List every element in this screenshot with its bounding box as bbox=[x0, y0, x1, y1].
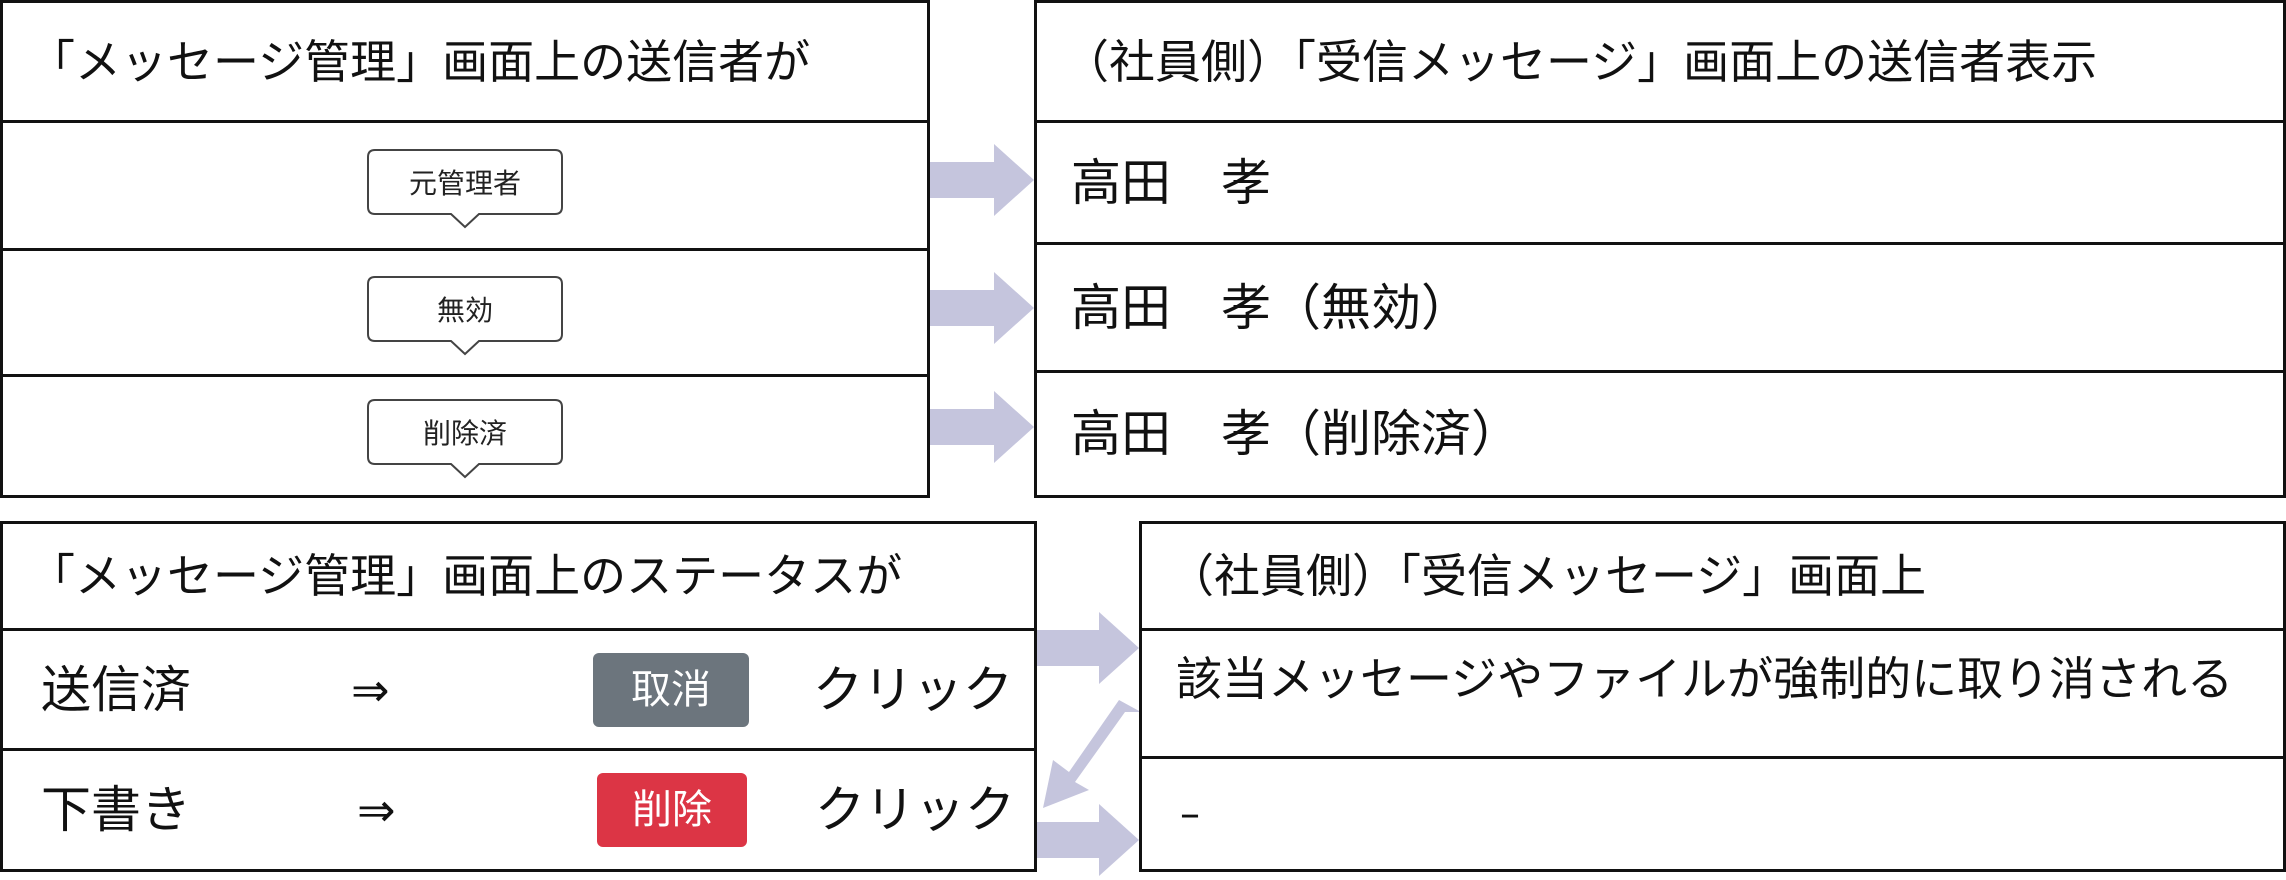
sender-display-name: 高田 孝 bbox=[1071, 153, 1271, 212]
result-text: – bbox=[1180, 791, 1200, 837]
message-status-panel: 「メッセージ管理」画面上のステータスが 送信済 ⇒ 取消 クリック 下書き ⇒ … bbox=[0, 521, 1037, 872]
received-result-row: – bbox=[1142, 756, 2283, 869]
sender-display-row: 高田 孝（削除済） bbox=[1037, 370, 2283, 495]
received-message-panel: （社員側）「受信メッセージ」画面上 該当メッセージやファイルが強制的に取り消され… bbox=[1139, 521, 2286, 872]
sender-row-former-admin: 元管理者 bbox=[3, 120, 927, 248]
received-header-row: （社員側）「受信メッセージ」画面上 bbox=[1142, 524, 2283, 628]
received-panel-title: （社員側）「受信メッセージ」画面上 bbox=[1168, 549, 1927, 603]
implies-symbol: ⇒ bbox=[357, 783, 396, 837]
status-row-sent: 送信済 ⇒ 取消 クリック bbox=[3, 628, 1034, 748]
status-row-draft: 下書き ⇒ 削除 クリック bbox=[3, 748, 1034, 869]
arrow-right-icon bbox=[930, 391, 1034, 463]
arrow-down-left-icon bbox=[1043, 700, 1141, 808]
tooltip-label: 削除済 bbox=[422, 417, 507, 450]
delete-button[interactable]: 削除 bbox=[597, 773, 747, 847]
click-label: クリック bbox=[813, 660, 1013, 719]
tooltip-deleted: 削除済 bbox=[367, 399, 563, 479]
arrow-right-icon bbox=[930, 144, 1034, 216]
tooltip-former-admin: 元管理者 bbox=[367, 148, 563, 228]
sender-display-name: 高田 孝（削除済） bbox=[1071, 405, 1521, 463]
status-header-row: 「メッセージ管理」画面上のステータスが bbox=[3, 524, 1034, 628]
result-text: 該当メッセージやファイルが強制的に取り消される bbox=[1176, 652, 2234, 706]
received-result-row: 該当メッセージやファイルが強制的に取り消される bbox=[1142, 628, 2283, 756]
arrow-right-icon bbox=[930, 272, 1034, 344]
tooltip-label: 元管理者 bbox=[408, 166, 521, 200]
sender-display-panel: （社員側）「受信メッセージ」画面上の送信者表示 高田 孝 高田 孝（無効） 高田… bbox=[1034, 0, 2286, 498]
sender-display-title: （社員側）「受信メッセージ」画面上の送信者表示 bbox=[1063, 34, 2098, 89]
sender-status-panel: 「メッセージ管理」画面上の送信者が 元管理者 無効 削除済 bbox=[0, 0, 930, 498]
cancel-button[interactable]: 取消 bbox=[593, 652, 749, 727]
click-label: クリック bbox=[815, 781, 1015, 839]
arrow-right-icon bbox=[1037, 612, 1139, 684]
sender-display-row: 高田 孝 bbox=[1037, 120, 2283, 242]
sender-display-row: 高田 孝（無効） bbox=[1037, 242, 2283, 370]
sender-panel-title: 「メッセージ管理」画面上の送信者が bbox=[29, 34, 811, 89]
arrow-right-icon bbox=[1037, 804, 1139, 876]
status-label: 下書き bbox=[41, 781, 191, 839]
sender-row-deleted: 削除済 bbox=[3, 374, 927, 495]
tooltip-disabled: 無効 bbox=[367, 275, 563, 355]
sender-row-disabled: 無効 bbox=[3, 248, 927, 374]
sender-header-row: 「メッセージ管理」画面上の送信者が bbox=[3, 3, 927, 120]
tooltip-label: 無効 bbox=[436, 293, 493, 327]
sender-display-header-row: （社員側）「受信メッセージ」画面上の送信者表示 bbox=[1037, 3, 2283, 120]
status-label: 送信済 bbox=[41, 660, 191, 719]
sender-display-name: 高田 孝（無効） bbox=[1071, 278, 1471, 337]
implies-symbol: ⇒ bbox=[351, 662, 390, 717]
status-panel-title: 「メッセージ管理」画面上のステータスが bbox=[29, 549, 903, 603]
